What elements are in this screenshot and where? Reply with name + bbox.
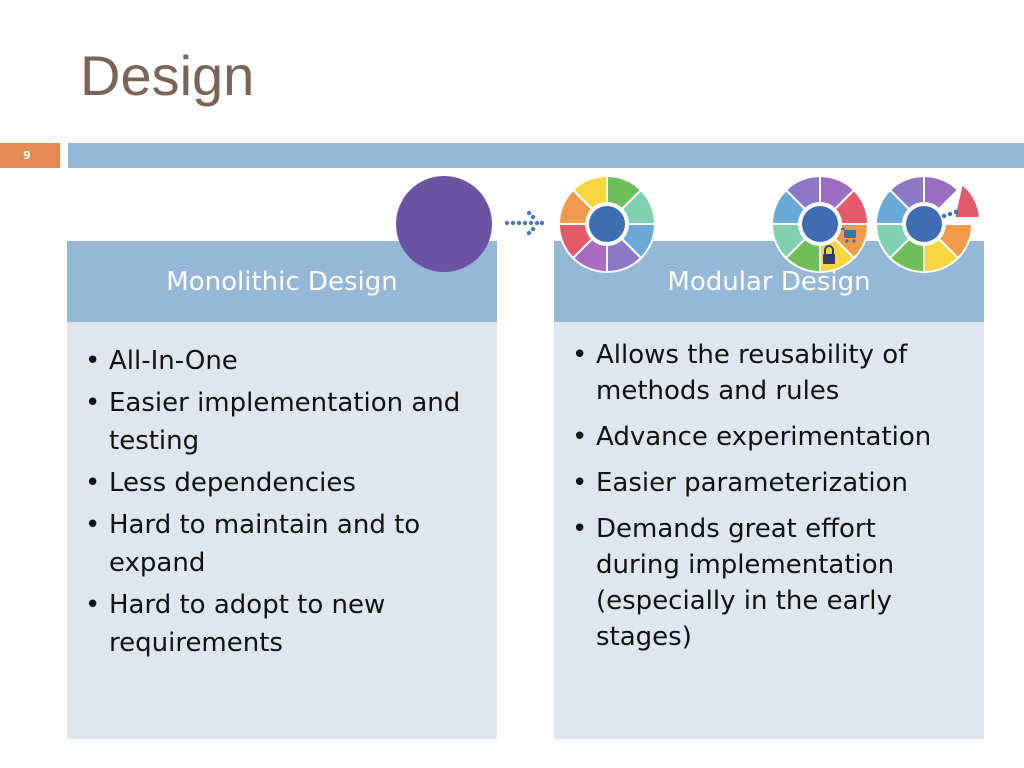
bullet-item: Hard to maintain and to expand xyxy=(83,506,477,582)
monolith-circle-icon xyxy=(396,176,492,272)
monolithic-bullet-list: All-In-One Easier implementation and tes… xyxy=(67,322,497,662)
lock-icon xyxy=(823,245,835,264)
exploded-wheel-icon xyxy=(874,174,982,274)
slide-title: Design xyxy=(80,44,255,107)
bullet-item: Hard to adopt to new requirements xyxy=(83,586,477,662)
modular-bullet-list: Allows the reusability of methods and ru… xyxy=(554,322,984,655)
bullet-item: Easier parameterization xyxy=(570,465,964,501)
monolithic-panel: Monolithic Design All-In-One Easier impl… xyxy=(67,241,497,739)
dotted-arrow-icon xyxy=(504,210,545,236)
bullet-item: Demands great effort during implementati… xyxy=(570,511,964,655)
cart-icon xyxy=(841,228,856,243)
modular-panel: Modular Design Allows the reusability of… xyxy=(554,241,984,739)
modular-wheel-icon xyxy=(557,174,657,274)
bullet-item: Advance experimentation xyxy=(570,419,964,455)
header-band xyxy=(68,143,1024,168)
bullet-item: Easier implementation and testing xyxy=(83,384,477,460)
bullet-item: Less dependencies xyxy=(83,464,477,502)
modular-wheel-icon xyxy=(770,174,870,274)
bullet-item: Allows the reusability of methods and ru… xyxy=(570,337,964,409)
bullet-item: All-In-One xyxy=(83,342,477,380)
slide-number: 9 xyxy=(0,143,60,168)
